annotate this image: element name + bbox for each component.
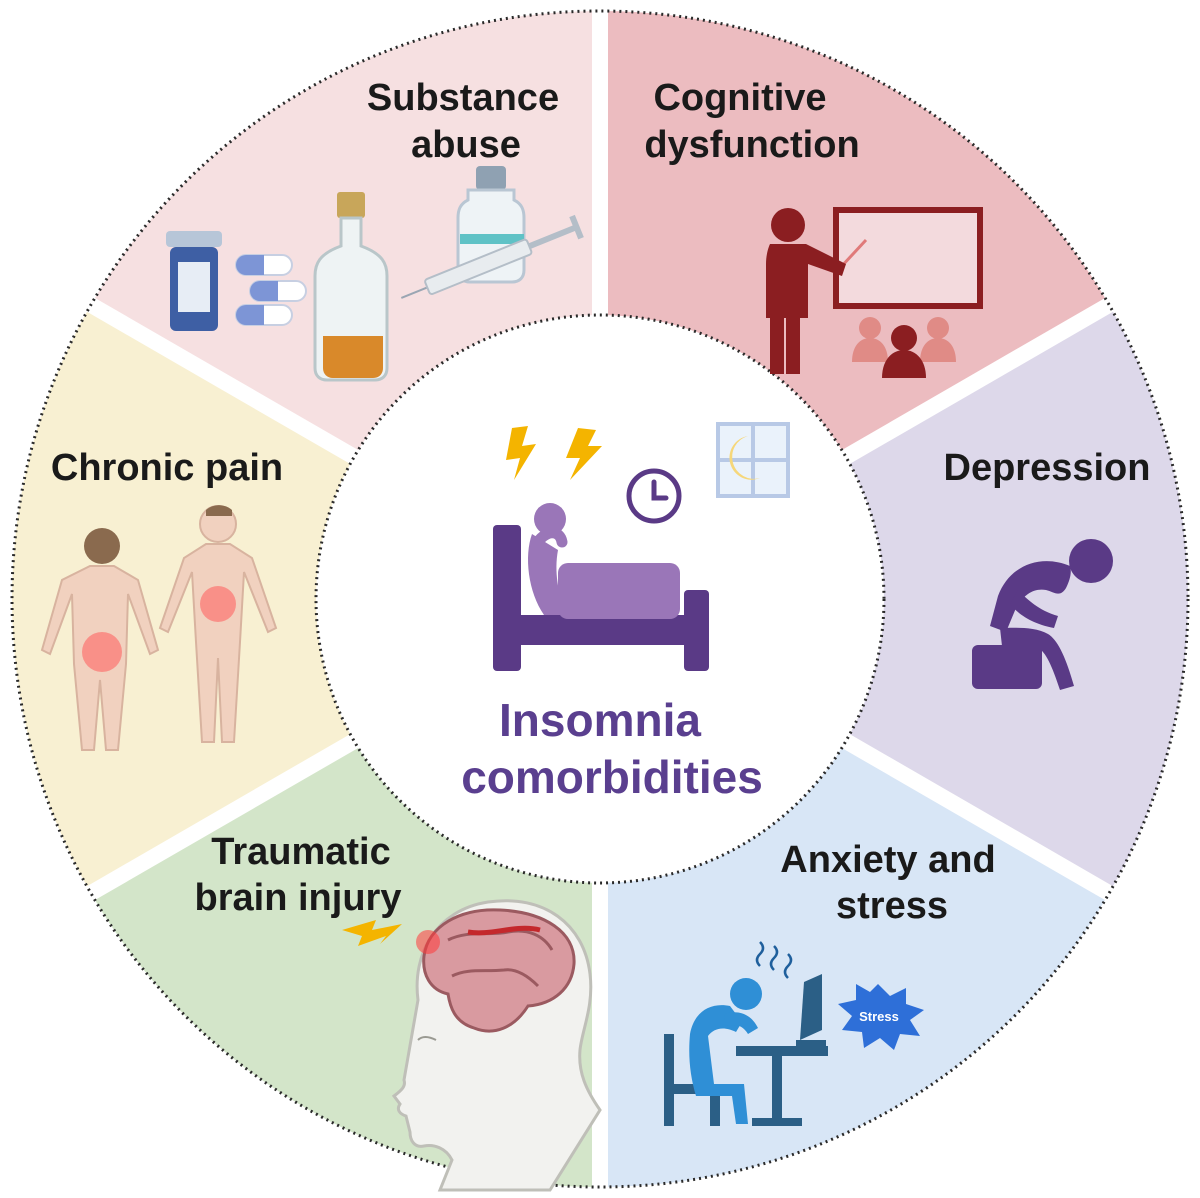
segment-label-substance-line2: abuse — [411, 124, 521, 166]
segment-label-substance-line1: Substance — [367, 77, 559, 119]
segment-label-anxiety-line1: Anxiety and — [780, 839, 995, 881]
segment-label-cognitive-line1: Cognitive — [653, 77, 826, 119]
segment-label-cognitive-line2: dysfunction — [644, 124, 859, 166]
center-title-line1: Insomnia — [499, 694, 701, 746]
center-title-line2: comorbidities — [461, 751, 763, 803]
teacher-board-icon — [766, 208, 980, 378]
window-moon-icon — [718, 424, 788, 496]
segment-label-tbi-line2: brain injury — [195, 877, 402, 919]
segment-label-anxiety-line2: stress — [836, 885, 948, 927]
segment-label-tbi-line1: Traumatic — [211, 831, 391, 873]
segment-label-depression: Depression — [944, 447, 1151, 489]
stress-badge: Stress — [859, 1009, 899, 1024]
segment-label-chronic-pain: Chronic pain — [51, 447, 283, 489]
